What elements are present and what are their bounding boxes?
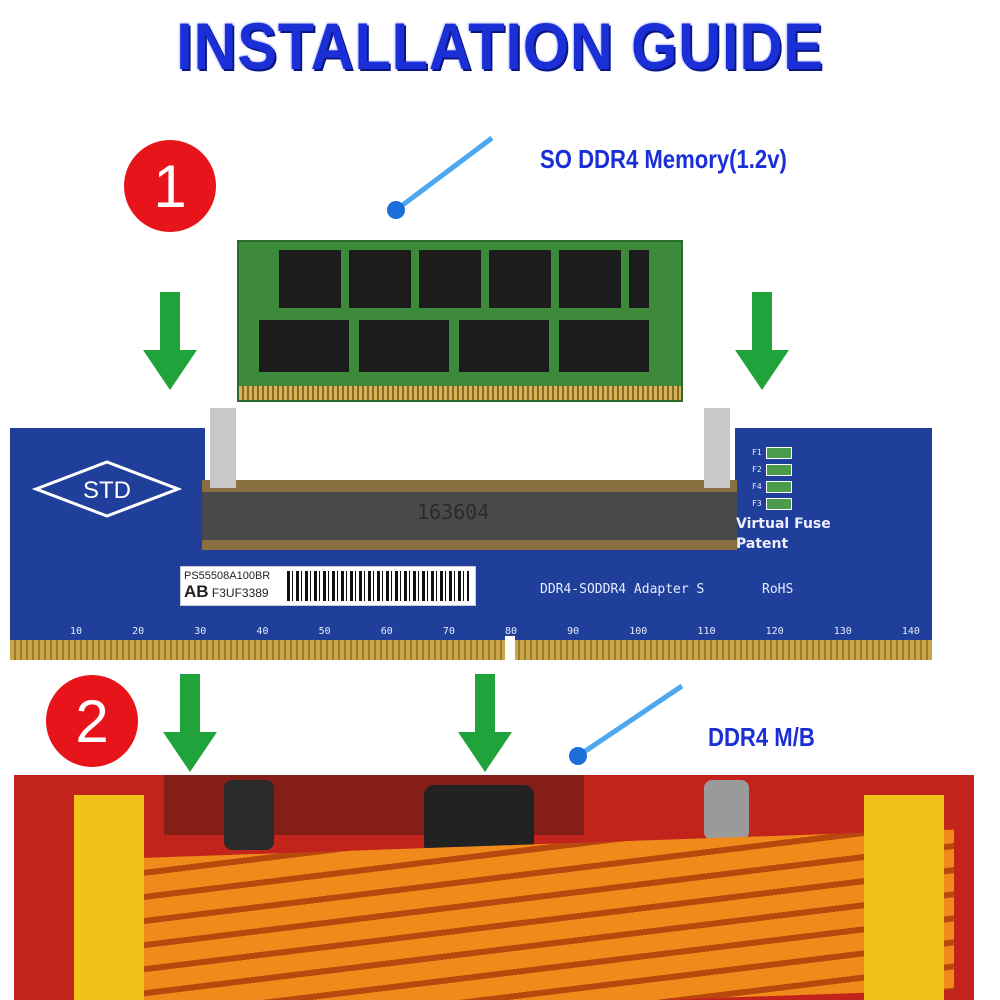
down-arrow-icon xyxy=(458,674,512,772)
so-dimm-module xyxy=(237,240,683,402)
pin-number: 20 xyxy=(132,626,145,637)
gold-fingers xyxy=(10,640,932,660)
pin-number: 40 xyxy=(256,626,269,637)
down-arrow-icon xyxy=(163,674,217,772)
pin-number: 100 xyxy=(629,626,648,637)
barcode-sticker: PS55508A100BR AB F3UF3389 xyxy=(180,566,476,606)
down-arrow-icon xyxy=(143,292,197,390)
page-title: INSTALLATION GUIDE xyxy=(176,9,824,83)
feature-line-1: Virtual Fuse xyxy=(736,516,831,532)
so-dimm-slot: 163604 xyxy=(202,480,737,550)
pin-number: 120 xyxy=(765,626,784,637)
adapter-board: STD 163604 PS55508A100BR AB F3UF3389 DDR… xyxy=(10,408,932,660)
adapter-model: DDR4-SODDR4 Adapter S xyxy=(540,582,705,597)
sticker-code: F3UF3389 xyxy=(211,586,269,600)
latch-left xyxy=(210,408,236,488)
pin-number: 130 xyxy=(833,626,852,637)
sticker-prefix: AB xyxy=(184,582,209,601)
pointer-line-icon xyxy=(387,136,494,219)
pin-number: 90 xyxy=(567,626,580,637)
rohs-mark: RoHS xyxy=(762,582,794,597)
std-logo: STD xyxy=(32,460,182,518)
down-arrow-icon xyxy=(735,292,789,390)
barcode xyxy=(287,571,469,601)
svg-text:STD: STD xyxy=(83,477,131,504)
pin-numbers: 10 20 30 40 50 60 70 80 90 100 110 120 130 140 xyxy=(70,626,920,637)
step-1-badge: 1 xyxy=(124,140,216,232)
step-2-badge: 2 xyxy=(46,675,138,767)
connector-code: 163604 xyxy=(417,500,490,524)
pin-number: 80 xyxy=(504,626,518,637)
fuse-list: F1 F2 F4 F3 xyxy=(752,444,792,512)
sticker-serial: PS55508A100BR xyxy=(184,570,271,582)
pin-number: 140 xyxy=(901,626,920,637)
pin-number: 110 xyxy=(697,626,716,637)
pin-number: 50 xyxy=(318,626,331,637)
pointer-line-icon xyxy=(569,683,684,765)
pin-number: 10 xyxy=(70,626,83,637)
pin-number: 70 xyxy=(442,626,455,637)
motherboard-photo xyxy=(14,775,974,1000)
feature-line-2: Patent xyxy=(736,536,789,552)
pin-number: 60 xyxy=(380,626,393,637)
memory-label: SO DDR4 Memory(1.2v) xyxy=(540,144,787,174)
motherboard-label: DDR4 M/B xyxy=(708,722,815,752)
latch-right xyxy=(704,408,730,488)
pin-number: 30 xyxy=(194,626,207,637)
